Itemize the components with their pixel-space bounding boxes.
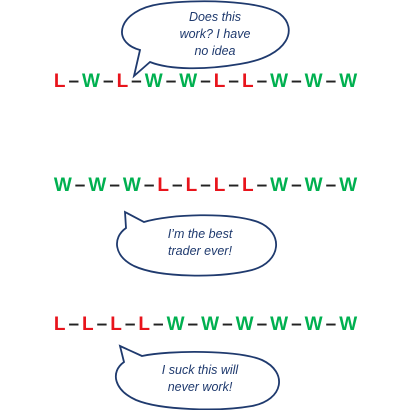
speech-bubble-top-text: Does this work? I have no idea — [150, 9, 280, 60]
sequence-dash: – — [200, 71, 211, 92]
sequence-top: L–W–L–W–W–L–L–W–W–W — [0, 67, 411, 97]
sequence-dash: – — [325, 314, 337, 335]
win-marker: W — [166, 314, 185, 335]
sequence-dash: – — [165, 71, 177, 92]
sequence-dash: – — [74, 175, 86, 196]
sequence-dash: – — [153, 314, 164, 335]
win-marker: W — [304, 71, 323, 92]
loss-marker: L — [110, 314, 122, 335]
win-marker: W — [201, 314, 220, 335]
sequence-dash: – — [200, 175, 211, 196]
loss-marker: L — [82, 314, 94, 335]
sequence-dash: – — [291, 71, 302, 92]
loss-marker: L — [241, 175, 254, 196]
win-marker: W — [144, 71, 163, 92]
sequence-dash: – — [131, 71, 142, 92]
sequence-dash: – — [256, 175, 268, 196]
win-marker: W — [270, 314, 289, 335]
loss-marker: L — [213, 175, 226, 196]
speech-bubble-middle-text: I’m the best trader ever! — [130, 226, 270, 260]
win-marker: W — [270, 175, 289, 196]
sequence-dash: – — [172, 175, 183, 196]
loss-marker: L — [157, 175, 170, 196]
sequence-dash: – — [96, 314, 108, 335]
sequence-dash: – — [256, 71, 268, 92]
win-marker: W — [88, 175, 107, 196]
bubble-line: never work! — [167, 380, 233, 394]
loss-marker: L — [116, 71, 129, 92]
loss-marker: L — [185, 175, 198, 196]
sequence-dash: – — [109, 175, 120, 196]
sequence-dash: – — [325, 71, 337, 92]
win-marker: W — [82, 71, 100, 92]
win-marker: W — [270, 71, 289, 92]
sequence-dash: – — [222, 314, 233, 335]
sequence-bottom: L–L–L–L–W–W–W–W–W–W — [0, 310, 411, 340]
sequence-dash: – — [68, 314, 80, 335]
loss-marker: L — [138, 314, 151, 335]
win-marker: W — [179, 71, 198, 92]
sequence-dash: – — [102, 71, 114, 92]
loss-marker: L — [241, 71, 254, 92]
sequence-dash: – — [228, 175, 239, 196]
win-marker: W — [304, 175, 323, 196]
bubble-line: no idea — [194, 44, 236, 58]
win-marker: W — [339, 175, 358, 196]
sequence-dash: – — [325, 175, 337, 196]
sequence-dash: – — [124, 314, 136, 335]
bubble-line: work? I have — [179, 27, 251, 41]
sequence-middle: W–W–W–L–L–L–L–W–W–W — [0, 171, 411, 201]
win-marker: W — [53, 175, 72, 196]
win-marker: W — [339, 71, 358, 92]
win-marker: W — [122, 175, 141, 196]
bubble-line: trader ever! — [168, 244, 232, 258]
sequence-dash: – — [256, 314, 268, 335]
loss-marker: L — [213, 71, 226, 92]
loss-marker: L — [53, 314, 66, 335]
speech-bubble-bottom-text: I suck this will never work! — [125, 362, 275, 396]
win-marker: W — [304, 314, 323, 335]
win-marker: W — [339, 314, 358, 335]
bubble-line: Does this — [188, 10, 242, 24]
bubble-line: I’m the best — [167, 227, 233, 241]
sequence-dash: – — [291, 314, 302, 335]
sequence-dash: – — [68, 71, 80, 92]
win-marker: W — [235, 314, 254, 335]
sequence-dash: – — [143, 175, 155, 196]
sequence-dash: – — [291, 175, 302, 196]
bubble-line: I suck this will — [161, 363, 239, 377]
sequence-dash: – — [187, 314, 199, 335]
sequence-dash: – — [228, 71, 239, 92]
loss-marker: L — [53, 71, 66, 92]
